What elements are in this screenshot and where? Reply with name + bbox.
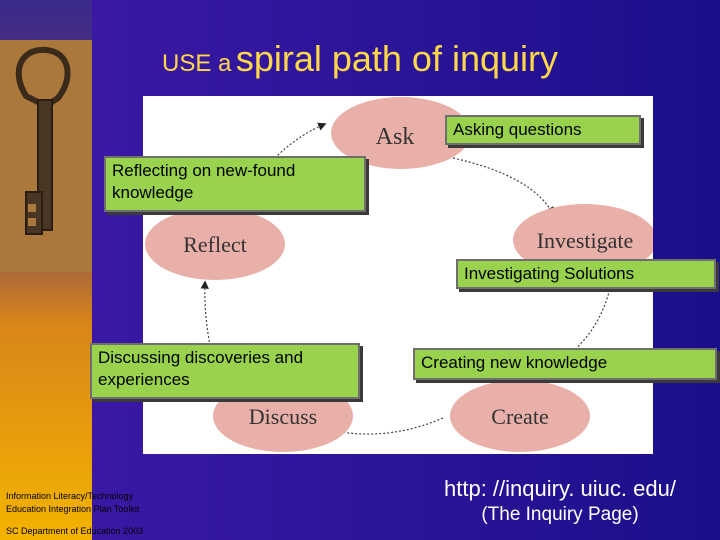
slide-title: USE a spiral path of inquiry xyxy=(0,38,720,80)
footer-credits: Information Literacy/Technology Educatio… xyxy=(6,490,176,538)
footer-line-3: SC Department of Education 2003 xyxy=(6,526,144,536)
callout-asking-questions: Asking questions xyxy=(445,115,641,145)
inquiry-page-caption: (The Inquiry Page) xyxy=(481,504,639,525)
title-main: spiral path of inquiry xyxy=(235,38,558,79)
footer-line-1: Information Literacy/Technology xyxy=(6,491,134,501)
cycle-label-discuss: Discuss xyxy=(249,404,317,429)
callout-reflecting: Reflecting on new-found knowledge xyxy=(104,156,366,212)
arrow-reflect-ask xyxy=(238,122,327,207)
callout-creating: Creating new knowledge xyxy=(413,348,717,380)
arrow-ask-investigate xyxy=(452,157,554,216)
cycle-node-reflect: Reflect xyxy=(145,208,285,280)
cycle-label-investigate: Investigate xyxy=(537,228,634,253)
cycle-node-investigate: Investigate xyxy=(513,204,653,276)
cycle-label-reflect: Reflect xyxy=(183,232,247,257)
cycle-node-create: Create xyxy=(450,380,590,452)
cycle-label-create: Create xyxy=(491,404,548,429)
cycle-label-ask: Ask xyxy=(376,124,415,150)
arrow-create-discuss xyxy=(301,417,444,435)
callout-investigating: Investigating Solutions xyxy=(456,259,716,289)
antique-key-icon xyxy=(15,46,71,235)
inquiry-page-url[interactable]: http: //inquiry. uiuc. edu/ xyxy=(444,476,676,501)
cycle-node-ask: Ask xyxy=(331,97,471,169)
callout-discussing: Discussing discoveries and experiences xyxy=(90,343,360,399)
footer-line-2: Education Integration Plan Toolkit xyxy=(6,504,140,514)
title-prefix: USE a xyxy=(162,50,232,77)
